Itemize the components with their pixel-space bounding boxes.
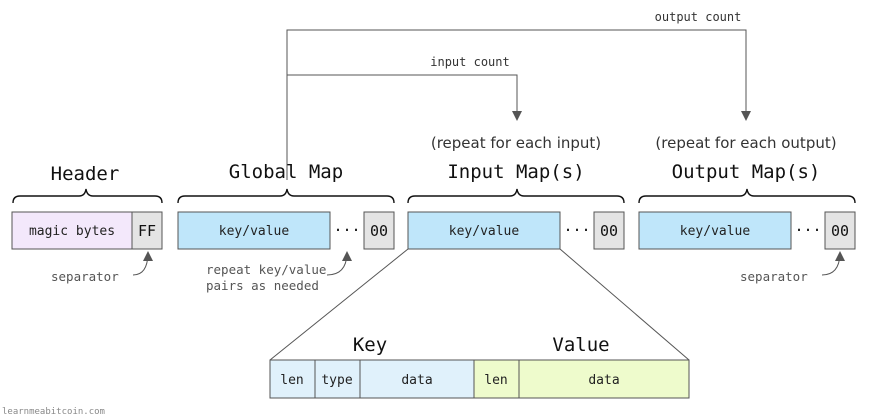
input-repeat-caption: (repeat for each input) bbox=[431, 134, 601, 152]
separator-left-arrow bbox=[132, 251, 153, 276]
input-key-value-label: key/value bbox=[449, 224, 520, 239]
separator-left-note: separator bbox=[51, 269, 119, 284]
header-brace bbox=[12, 188, 163, 204]
output-ellipsis: ··· bbox=[794, 221, 821, 239]
magic-bytes-field: magic bytes bbox=[11, 211, 133, 250]
separator-right-note: separator bbox=[740, 269, 808, 284]
site-credit: learnmeabitcoin.com bbox=[2, 407, 105, 416]
input-count-connector bbox=[287, 74, 522, 121]
header-separator-byte: FF bbox=[138, 222, 156, 240]
detail-value-data-label: data bbox=[588, 373, 619, 388]
repeat-pairs-arrow bbox=[326, 251, 352, 276]
detail-key-type-label: type bbox=[321, 373, 352, 388]
global-map-brace bbox=[177, 188, 395, 204]
header-separator-field: FF bbox=[131, 211, 163, 250]
zoom-line-right bbox=[559, 248, 690, 361]
output-map-brace bbox=[638, 188, 856, 204]
output-key-value-field: key/value bbox=[638, 211, 792, 250]
output-count-label: output count bbox=[655, 10, 742, 24]
detail-value-len-field: len bbox=[473, 359, 520, 399]
output-separator-byte: 00 bbox=[831, 222, 849, 240]
detail-key-data-field: data bbox=[359, 359, 475, 399]
output-separator-field: 00 bbox=[824, 211, 856, 250]
input-separator-field: 00 bbox=[593, 211, 625, 250]
input-separator-byte: 00 bbox=[600, 222, 618, 240]
separator-right-arrow bbox=[821, 251, 845, 276]
global-map-title: Global Map bbox=[229, 161, 343, 183]
header-title: Header bbox=[51, 163, 120, 185]
detail-key-type-field: type bbox=[314, 359, 361, 399]
output-repeat-caption: (repeat for each output) bbox=[655, 134, 836, 152]
input-map-brace bbox=[407, 188, 625, 204]
global-key-value-label: key/value bbox=[219, 224, 290, 239]
input-ellipsis: ··· bbox=[563, 221, 590, 239]
detail-value-len-label: len bbox=[484, 373, 507, 388]
global-separator-field: 00 bbox=[363, 211, 395, 250]
global-key-value-field: key/value bbox=[177, 211, 331, 250]
detail-key-label: Key bbox=[353, 334, 387, 356]
repeat-pairs-note-line1: repeat key/value bbox=[206, 262, 326, 277]
input-maps-title: Input Map(s) bbox=[447, 161, 584, 183]
detail-value-data-field: data bbox=[518, 359, 690, 399]
input-count-label: input count bbox=[430, 55, 509, 69]
magic-bytes-label: magic bytes bbox=[29, 224, 115, 239]
zoom-line-left bbox=[269, 248, 409, 361]
detail-value-label: Value bbox=[552, 334, 609, 356]
output-maps-title: Output Map(s) bbox=[672, 161, 821, 183]
detail-key-len-label: len bbox=[280, 373, 303, 388]
detail-key-len-field: len bbox=[269, 359, 316, 399]
global-separator-byte: 00 bbox=[370, 222, 388, 240]
detail-key-data-label: data bbox=[401, 373, 432, 388]
output-key-value-label: key/value bbox=[680, 224, 751, 239]
output-count-connector bbox=[286, 29, 751, 180]
input-key-value-field: key/value bbox=[407, 211, 561, 250]
repeat-pairs-note-line2: pairs as needed bbox=[206, 278, 319, 293]
global-ellipsis: ··· bbox=[333, 221, 360, 239]
